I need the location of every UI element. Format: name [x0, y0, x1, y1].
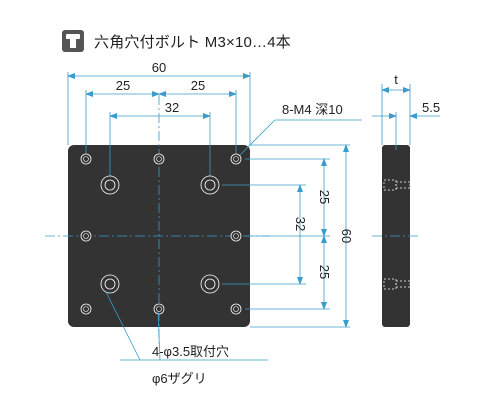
dim-label-5-5: 5.5	[422, 100, 440, 115]
counterbore-hole	[100, 274, 120, 294]
tapped-hole	[230, 303, 242, 315]
counterbore-hole	[200, 274, 220, 294]
leader-line-counterbore-b	[157, 311, 161, 361]
dim-label-60-right: 60	[339, 229, 354, 243]
tapped-hole-label: 8-M4 深10	[282, 102, 343, 117]
dim-label-60-top: 60	[152, 60, 166, 75]
side-hidden-hole	[383, 179, 411, 191]
dim-label-thickness: t	[394, 72, 398, 87]
side-hidden-hole	[383, 278, 411, 290]
dim-label-32-vertical: 32	[293, 217, 308, 231]
leader-line-counterbore-a	[105, 291, 141, 361]
tapped-hole	[153, 303, 165, 315]
dim-label-25-upper: 25	[317, 190, 332, 204]
dim-label-25-lower: 25	[317, 265, 332, 279]
counterbore-spec-label: φ6ザグリ	[152, 371, 207, 386]
parts-header: 六角穴付ボルト M3×10…4本	[62, 30, 291, 52]
dim-label-25-right: 25	[191, 78, 205, 93]
dim-label-25-left: 25	[116, 78, 130, 93]
tapped-hole	[230, 153, 242, 165]
bolt-spec-title: 六角穴付ボルト M3×10…4本	[94, 33, 291, 51]
tapped-hole	[153, 153, 165, 165]
leader-line-tapped	[239, 119, 276, 156]
tapped-hole	[80, 230, 92, 242]
bolt-head-icon	[62, 30, 84, 52]
tapped-hole	[80, 153, 92, 165]
tapped-hole	[80, 303, 92, 315]
counterbore-hole	[200, 175, 220, 195]
tapped-hole	[230, 230, 242, 242]
dim-label-32-horizontal: 32	[165, 100, 179, 115]
counterbore-hole	[100, 175, 120, 195]
counterbore-hole-label: 4-φ3.5取付穴	[152, 344, 229, 359]
